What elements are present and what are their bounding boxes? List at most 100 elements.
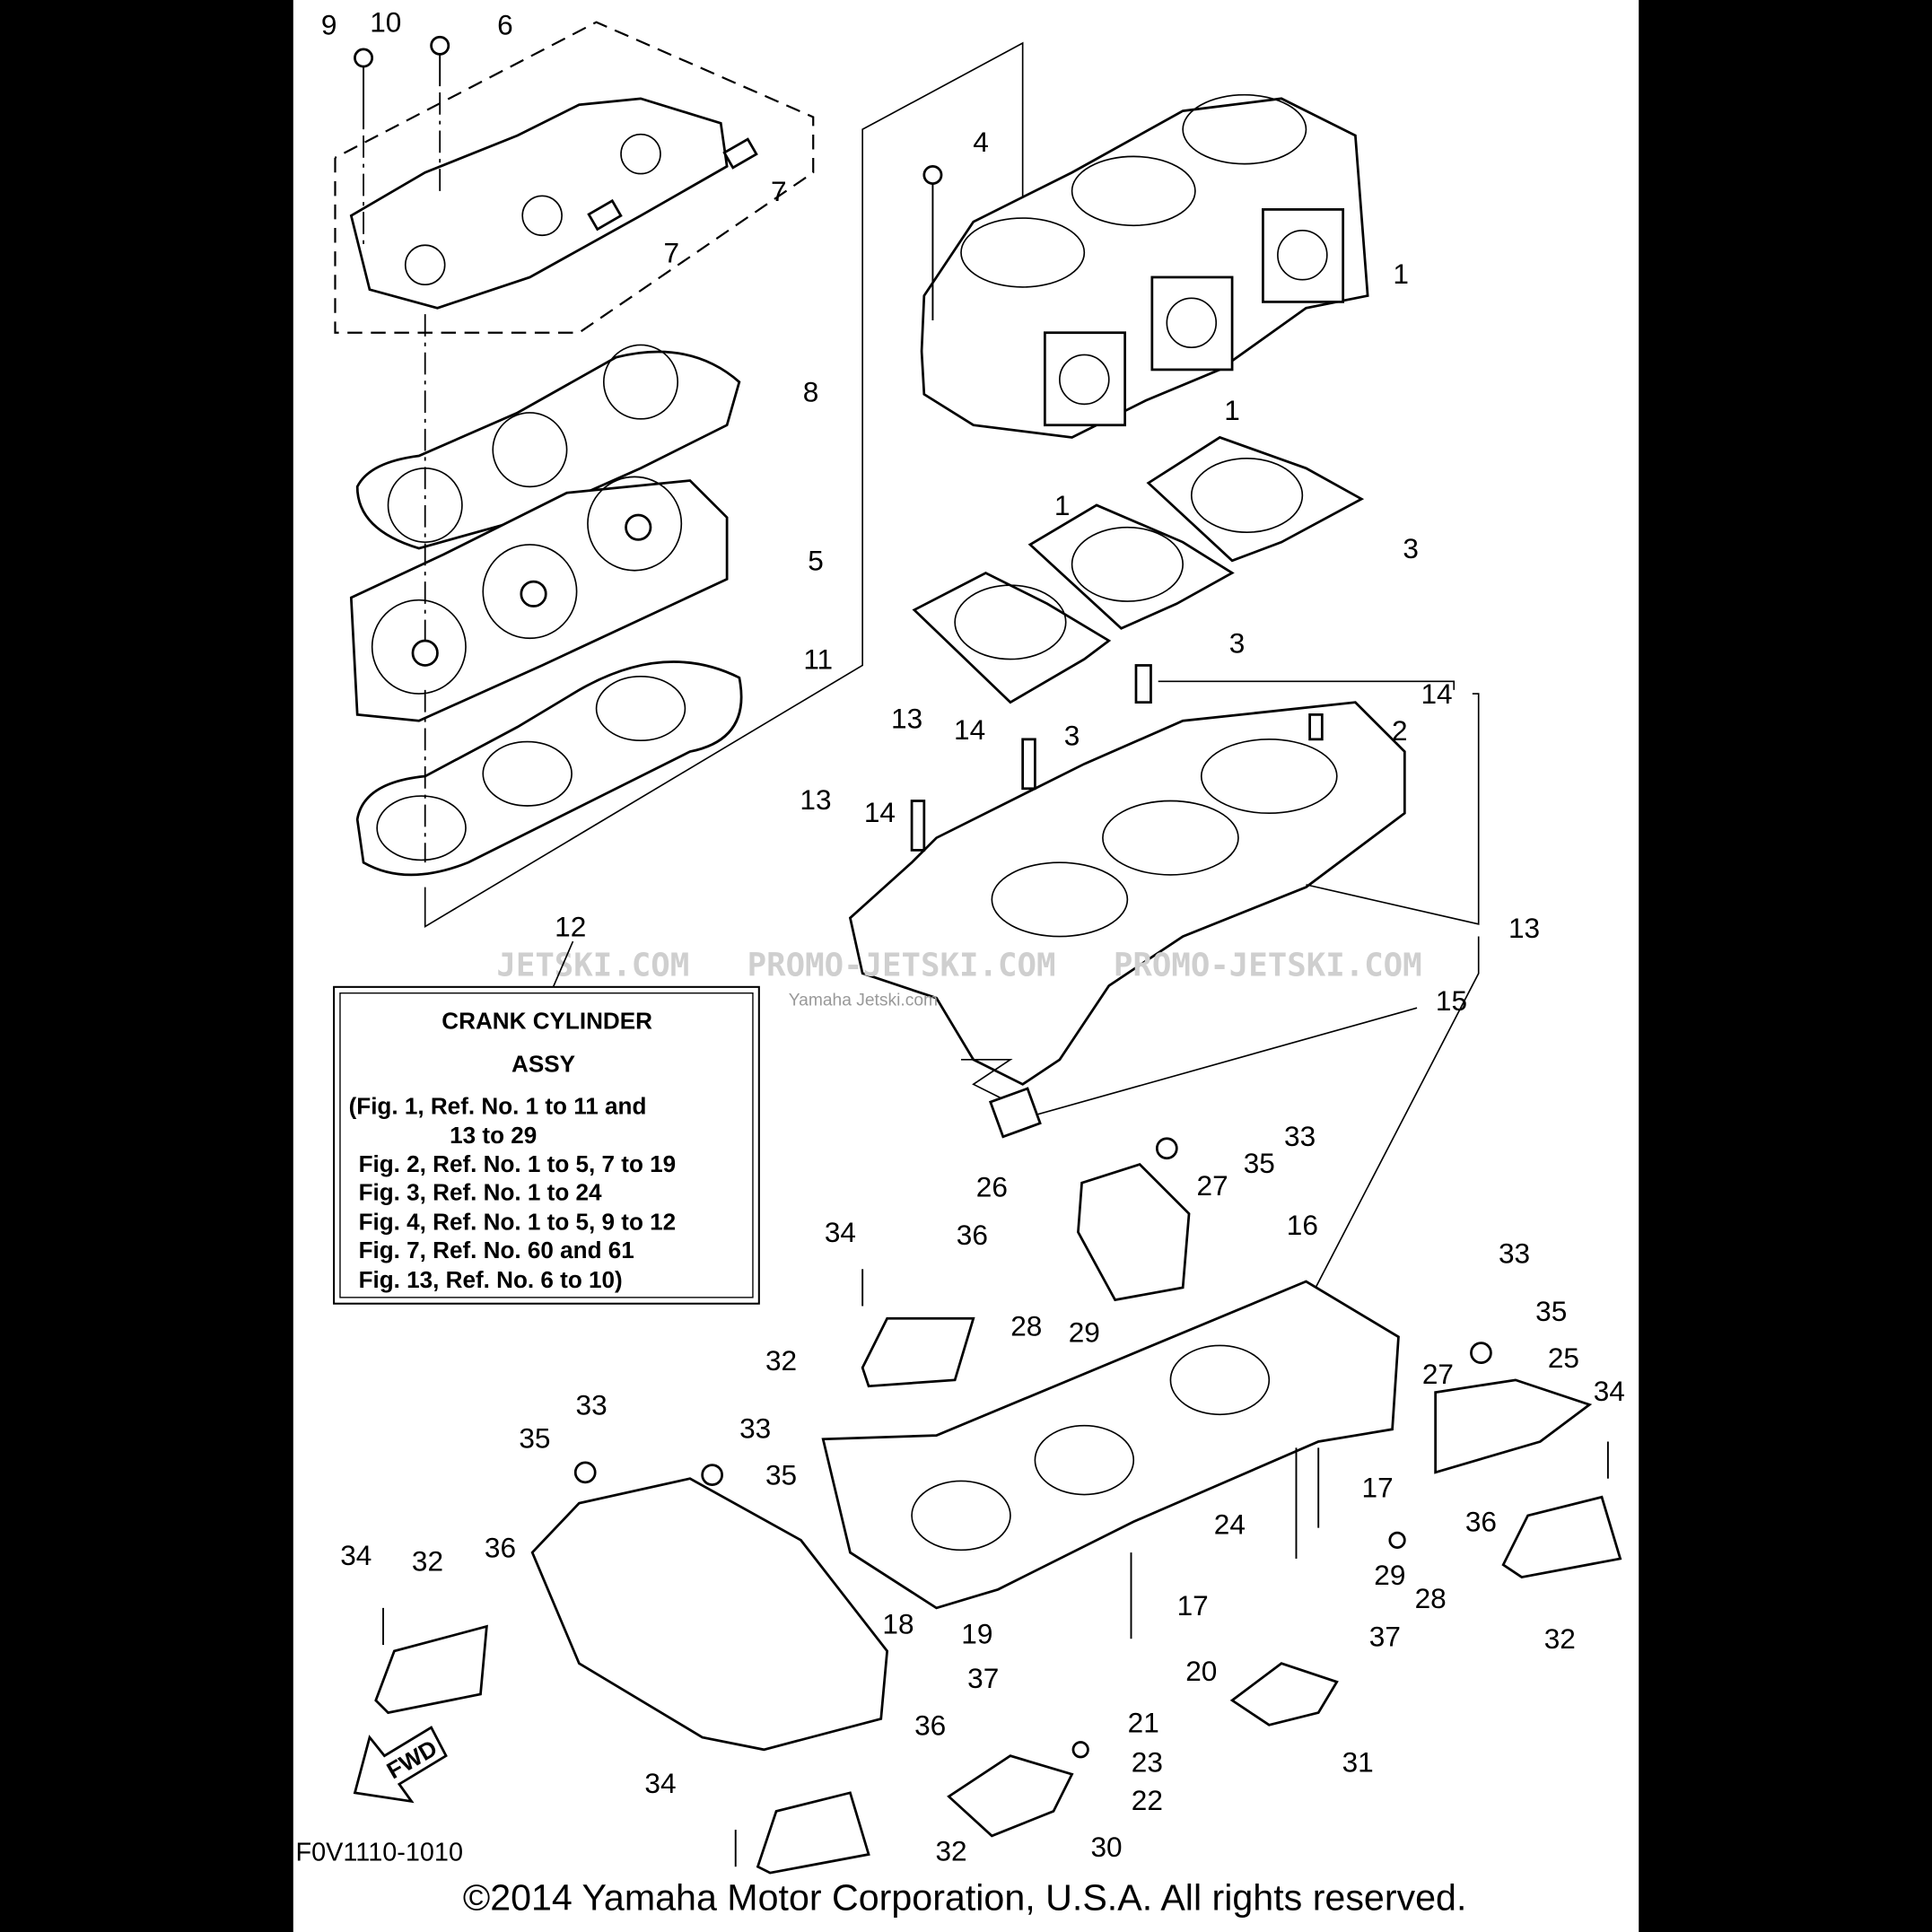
callout-label: 25 xyxy=(1548,1342,1579,1374)
callout-label: 33 xyxy=(1284,1120,1316,1152)
callout-label: 29 xyxy=(1374,1559,1405,1591)
engine-mount-25 xyxy=(1434,1378,1593,1474)
box-ref-line: Fig. 2, Ref. No. 1 to 5, 7 to 19 xyxy=(359,1150,677,1177)
bolts-and-washers xyxy=(382,1137,1609,1867)
bushing-15 xyxy=(988,1087,1042,1139)
callout-label: 29 xyxy=(1069,1316,1100,1348)
callout-label: 31 xyxy=(1342,1745,1374,1778)
callout-label: 36 xyxy=(1465,1506,1497,1538)
callout-label: 19 xyxy=(961,1618,992,1650)
callout-label: 34 xyxy=(825,1216,856,1248)
callout-label: 13 xyxy=(1508,912,1540,944)
watermark-small: Yamaha Jetski.com xyxy=(789,991,938,1010)
callout-label: 2 xyxy=(1392,714,1408,747)
callout-label: 33 xyxy=(1499,1237,1530,1269)
callout-label: 37 xyxy=(967,1662,999,1694)
callout-label: 13 xyxy=(800,783,831,816)
callout-label: 5 xyxy=(808,545,824,577)
box-subtitle: ASSY xyxy=(511,1051,575,1078)
callout-label: 35 xyxy=(1244,1147,1275,1179)
figure-code: F0V1110-1010 xyxy=(296,1838,463,1866)
callout-label: 17 xyxy=(1177,1589,1209,1622)
callout-label: 23 xyxy=(1132,1745,1163,1778)
lower-housing xyxy=(530,1477,889,1752)
callout-label: 12 xyxy=(555,911,586,943)
callout-label: 1 xyxy=(1393,258,1409,290)
callout-label: 3 xyxy=(1229,627,1246,660)
callout-label: 32 xyxy=(412,1545,443,1578)
damper-32 xyxy=(861,1316,975,1388)
callout-label: 35 xyxy=(519,1421,550,1454)
box-ref-line: Fig. 3, Ref. No. 1 to 24 xyxy=(359,1178,602,1205)
callout-label: 14 xyxy=(1421,678,1452,710)
cylinders-1 xyxy=(920,93,1369,439)
callout-label: 30 xyxy=(1090,1831,1122,1863)
callout-label: 17 xyxy=(1362,1471,1394,1503)
callout-label: 32 xyxy=(765,1344,797,1377)
callout-label: 28 xyxy=(1415,1582,1447,1614)
head-gasket-11 xyxy=(355,660,743,877)
box-ref-line: (Fig. 1, Ref. No. 1 to 11 and xyxy=(349,1092,647,1119)
copyright-notice: ©2014 Yamaha Motor Corporation, U.S.A. A… xyxy=(463,1876,1467,1918)
callout-label: 10 xyxy=(370,6,401,39)
box-ref-line: Fig. 7, Ref. No. 60 and 61 xyxy=(359,1237,634,1263)
box-title: CRANK CYLINDER xyxy=(441,1008,652,1035)
callout-label: 34 xyxy=(1594,1375,1625,1407)
callout-label: 33 xyxy=(576,1388,608,1421)
callout-label: 7 xyxy=(664,236,680,268)
callout-label: 14 xyxy=(954,713,985,746)
callout-label: 37 xyxy=(1369,1620,1401,1652)
callout-label: 3 xyxy=(1403,532,1419,564)
callout-label: 21 xyxy=(1128,1707,1159,1739)
cylinder-head-5 xyxy=(349,476,729,722)
pad-30 xyxy=(947,1754,1074,1838)
callout-label: 15 xyxy=(1436,984,1467,1017)
base-gaskets-3 xyxy=(912,435,1365,704)
callout-label: 35 xyxy=(1535,1295,1567,1327)
callout-label: 18 xyxy=(882,1608,914,1640)
callout-label: 26 xyxy=(976,1170,1008,1202)
callout-label: 24 xyxy=(1214,1508,1246,1540)
box-ref-line: Fig. 13, Ref. No. 6 to 10) xyxy=(359,1266,623,1293)
bolts-9-10 xyxy=(354,35,450,247)
head-gasket-8 xyxy=(355,344,741,550)
callout-label: 1 xyxy=(1054,489,1071,521)
crankcase-lower xyxy=(821,1280,1400,1610)
damper-32 xyxy=(756,1791,870,1875)
callout-label: 6 xyxy=(497,8,513,40)
callout-label: 8 xyxy=(803,376,819,408)
cylinder-head-cover-group xyxy=(334,21,815,334)
callout-label: 32 xyxy=(1544,1622,1576,1655)
callout-label: 16 xyxy=(1287,1209,1318,1241)
engine-mount-26 xyxy=(1077,1163,1191,1302)
callout-label: 34 xyxy=(644,1767,676,1799)
callout-label: 3 xyxy=(1064,720,1080,752)
callout-label: 9 xyxy=(321,8,337,40)
callout-label: 34 xyxy=(340,1539,372,1571)
callout-label: 27 xyxy=(1422,1358,1454,1390)
pad-31 xyxy=(1229,1662,1339,1727)
callout-label: 22 xyxy=(1132,1784,1163,1816)
callout-label: 35 xyxy=(765,1459,797,1491)
crank-cylinder-assy-box: CRANK CYLINDER ASSY (Fig. 1, Ref. No. 1 … xyxy=(333,940,760,1305)
watermark: JETSKI.COM PROMO-JETSKI.COM PROMO-JETSKI… xyxy=(496,947,1421,983)
callout-label: 14 xyxy=(864,796,896,828)
callout-label: 1 xyxy=(1224,394,1240,426)
damper-32 xyxy=(1501,1495,1622,1579)
callout-label: 36 xyxy=(914,1709,946,1741)
box-ref-line: Fig. 4, Ref. No. 1 to 5, 9 to 12 xyxy=(359,1208,677,1235)
box-ref-line: 13 to 29 xyxy=(450,1122,537,1149)
callout-label: 27 xyxy=(1197,1169,1228,1202)
callout-label: 13 xyxy=(891,702,922,734)
callout-label: 32 xyxy=(935,1834,966,1866)
damper-32 xyxy=(374,1624,488,1715)
callout-label: 4 xyxy=(973,126,989,158)
callout-label: 20 xyxy=(1185,1655,1217,1687)
crankcase-upper-13 xyxy=(848,664,1406,1086)
callout-label: 33 xyxy=(739,1412,771,1444)
callout-label: 7 xyxy=(771,175,787,207)
callout-label: 36 xyxy=(485,1532,516,1564)
